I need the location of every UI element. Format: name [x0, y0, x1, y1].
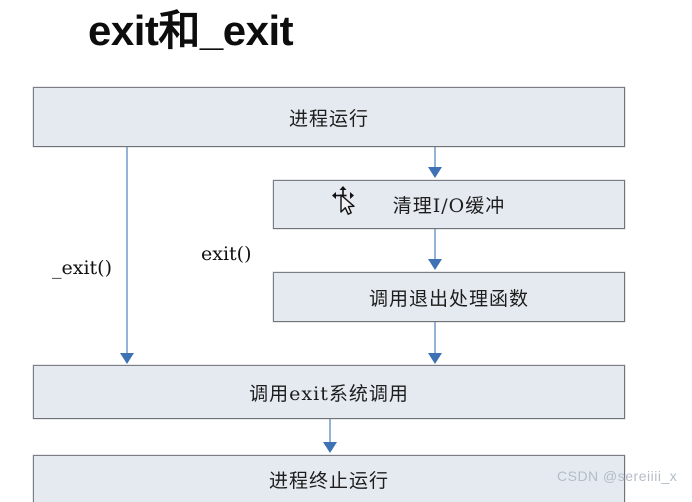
flow-node-flush-io[interactable]: 清理I/O缓冲	[273, 180, 625, 229]
edge-label-exit: exit()	[201, 243, 252, 265]
page-title: exit和_exit	[88, 7, 294, 54]
flow-node-label: 调用退出处理函数	[368, 287, 529, 310]
arrowhead-process-running-to-flush-io	[428, 167, 442, 178]
move-cursor-icon	[332, 186, 355, 215]
flow-node-label: 进程终止运行	[268, 469, 389, 492]
connector-process-running-to-exit-syscall	[126, 147, 128, 357]
connector-process-running-to-flush-io	[434, 147, 436, 169]
flow-node-exit-handlers[interactable]: 调用退出处理函数	[273, 272, 625, 322]
connector-flush-io-to-exit-handlers	[434, 229, 436, 261]
arrowhead-exit-syscall-to-process-end	[323, 442, 337, 453]
arrowhead-process-running-to-exit-syscall	[120, 353, 134, 364]
arrowhead-exit-handlers-to-exit-syscall	[428, 353, 442, 364]
edge-label-underscore-exit: _exit()	[52, 257, 112, 279]
connector-exit-handlers-to-exit-syscall	[434, 322, 436, 355]
arrowhead-flush-io-to-exit-handlers	[428, 259, 442, 270]
flow-node-label: 调用exit系统调用	[249, 382, 409, 405]
flow-node-exit-syscall[interactable]: 调用exit系统调用	[33, 365, 625, 419]
flow-node-label: 进程运行	[288, 107, 369, 130]
flow-node-process-running[interactable]: 进程运行	[33, 87, 625, 147]
flow-node-process-end[interactable]: 进程终止运行	[33, 455, 625, 502]
watermark: CSDN @sereiiii_x	[557, 468, 678, 484]
connector-exit-syscall-to-process-end	[329, 419, 331, 444]
flow-node-label: 清理I/O缓冲	[392, 195, 506, 217]
